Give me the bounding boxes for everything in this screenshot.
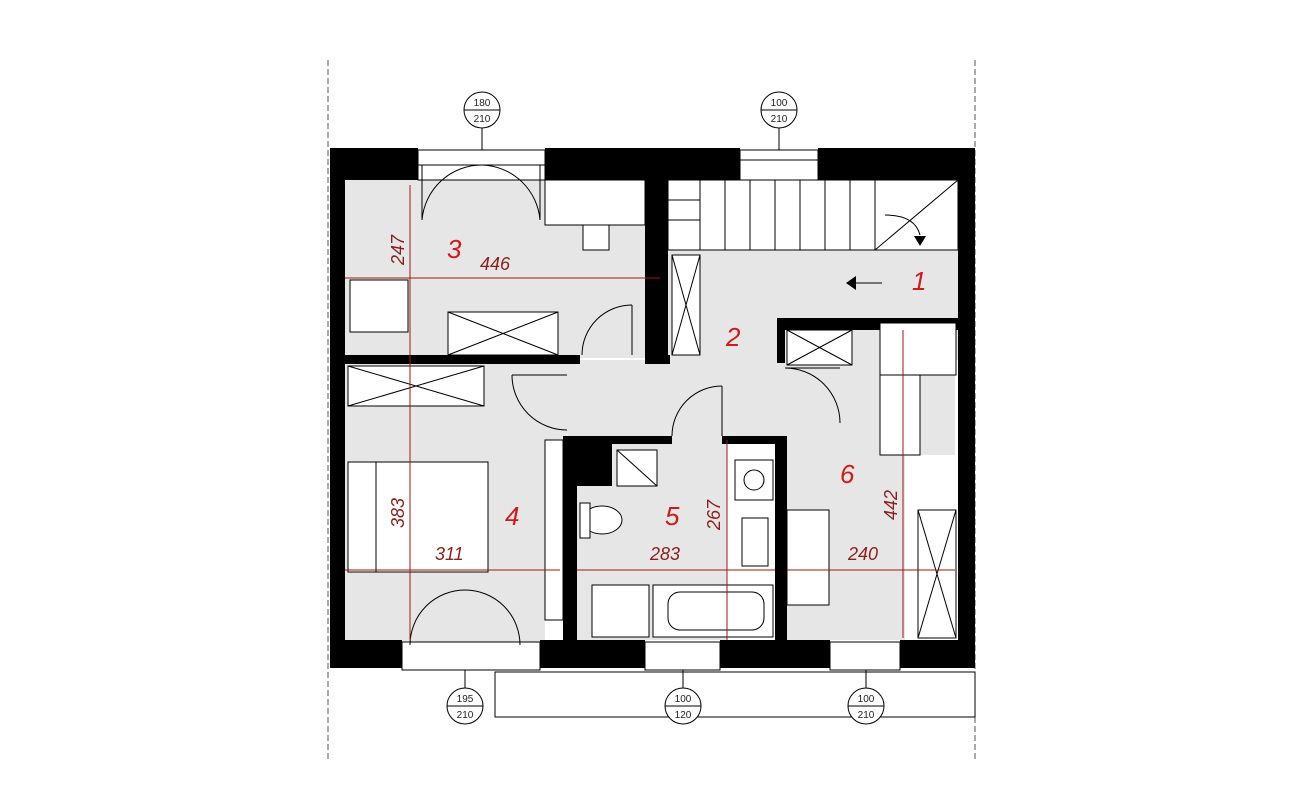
room-number-4: 4 (505, 501, 519, 531)
opening-tag-bottom-left: 195 210 (446, 670, 484, 725)
opening-tag-top-right: 100 210 (760, 91, 798, 150)
opening-tag-bottom-middle: 100 120 (664, 670, 702, 725)
svg-text:195: 195 (457, 694, 474, 705)
window-bottom-right (829, 641, 901, 671)
dim-room5-depth: 267 (704, 499, 724, 531)
dim-room5-width: 283 (649, 544, 680, 564)
dim-room4-width: 311 (435, 544, 464, 564)
svg-text:100: 100 (675, 694, 692, 705)
dimension-lines (345, 185, 955, 640)
window-top-right (739, 149, 819, 181)
dim-room3-width: 446 (480, 254, 511, 274)
balcony-outline (494, 671, 976, 718)
opening-tag-bottom-right: 100 210 (847, 670, 885, 725)
door-swings (409, 164, 841, 646)
furniture (347, 179, 957, 638)
svg-text:180: 180 (474, 98, 491, 109)
room-number-5: 5 (665, 501, 680, 531)
dim-room4-depth: 383 (388, 498, 408, 528)
svg-text:210: 210 (858, 710, 875, 721)
opening-tag-top-left: 180 210 (463, 91, 501, 150)
room-number-1: 1 (912, 266, 926, 296)
dim-room3-depth: 247 (388, 234, 408, 266)
dim-room6-width: 240 (847, 544, 878, 564)
room-number-3: 3 (447, 234, 462, 264)
staircase (667, 179, 959, 290)
svg-text:120: 120 (675, 710, 692, 721)
dim-room6-depth: 442 (881, 490, 901, 520)
window-bottom-left (401, 641, 541, 671)
room-number-6: 6 (840, 459, 855, 489)
wardrobes (347, 254, 957, 639)
svg-text:100: 100 (771, 98, 788, 109)
svg-text:210: 210 (474, 114, 491, 125)
svg-text:100: 100 (858, 694, 875, 705)
window-bottom-middle (644, 641, 721, 671)
walls (330, 148, 975, 668)
svg-text:210: 210 (457, 710, 474, 721)
room-number-2: 2 (725, 322, 741, 352)
svg-text:210: 210 (771, 114, 788, 125)
